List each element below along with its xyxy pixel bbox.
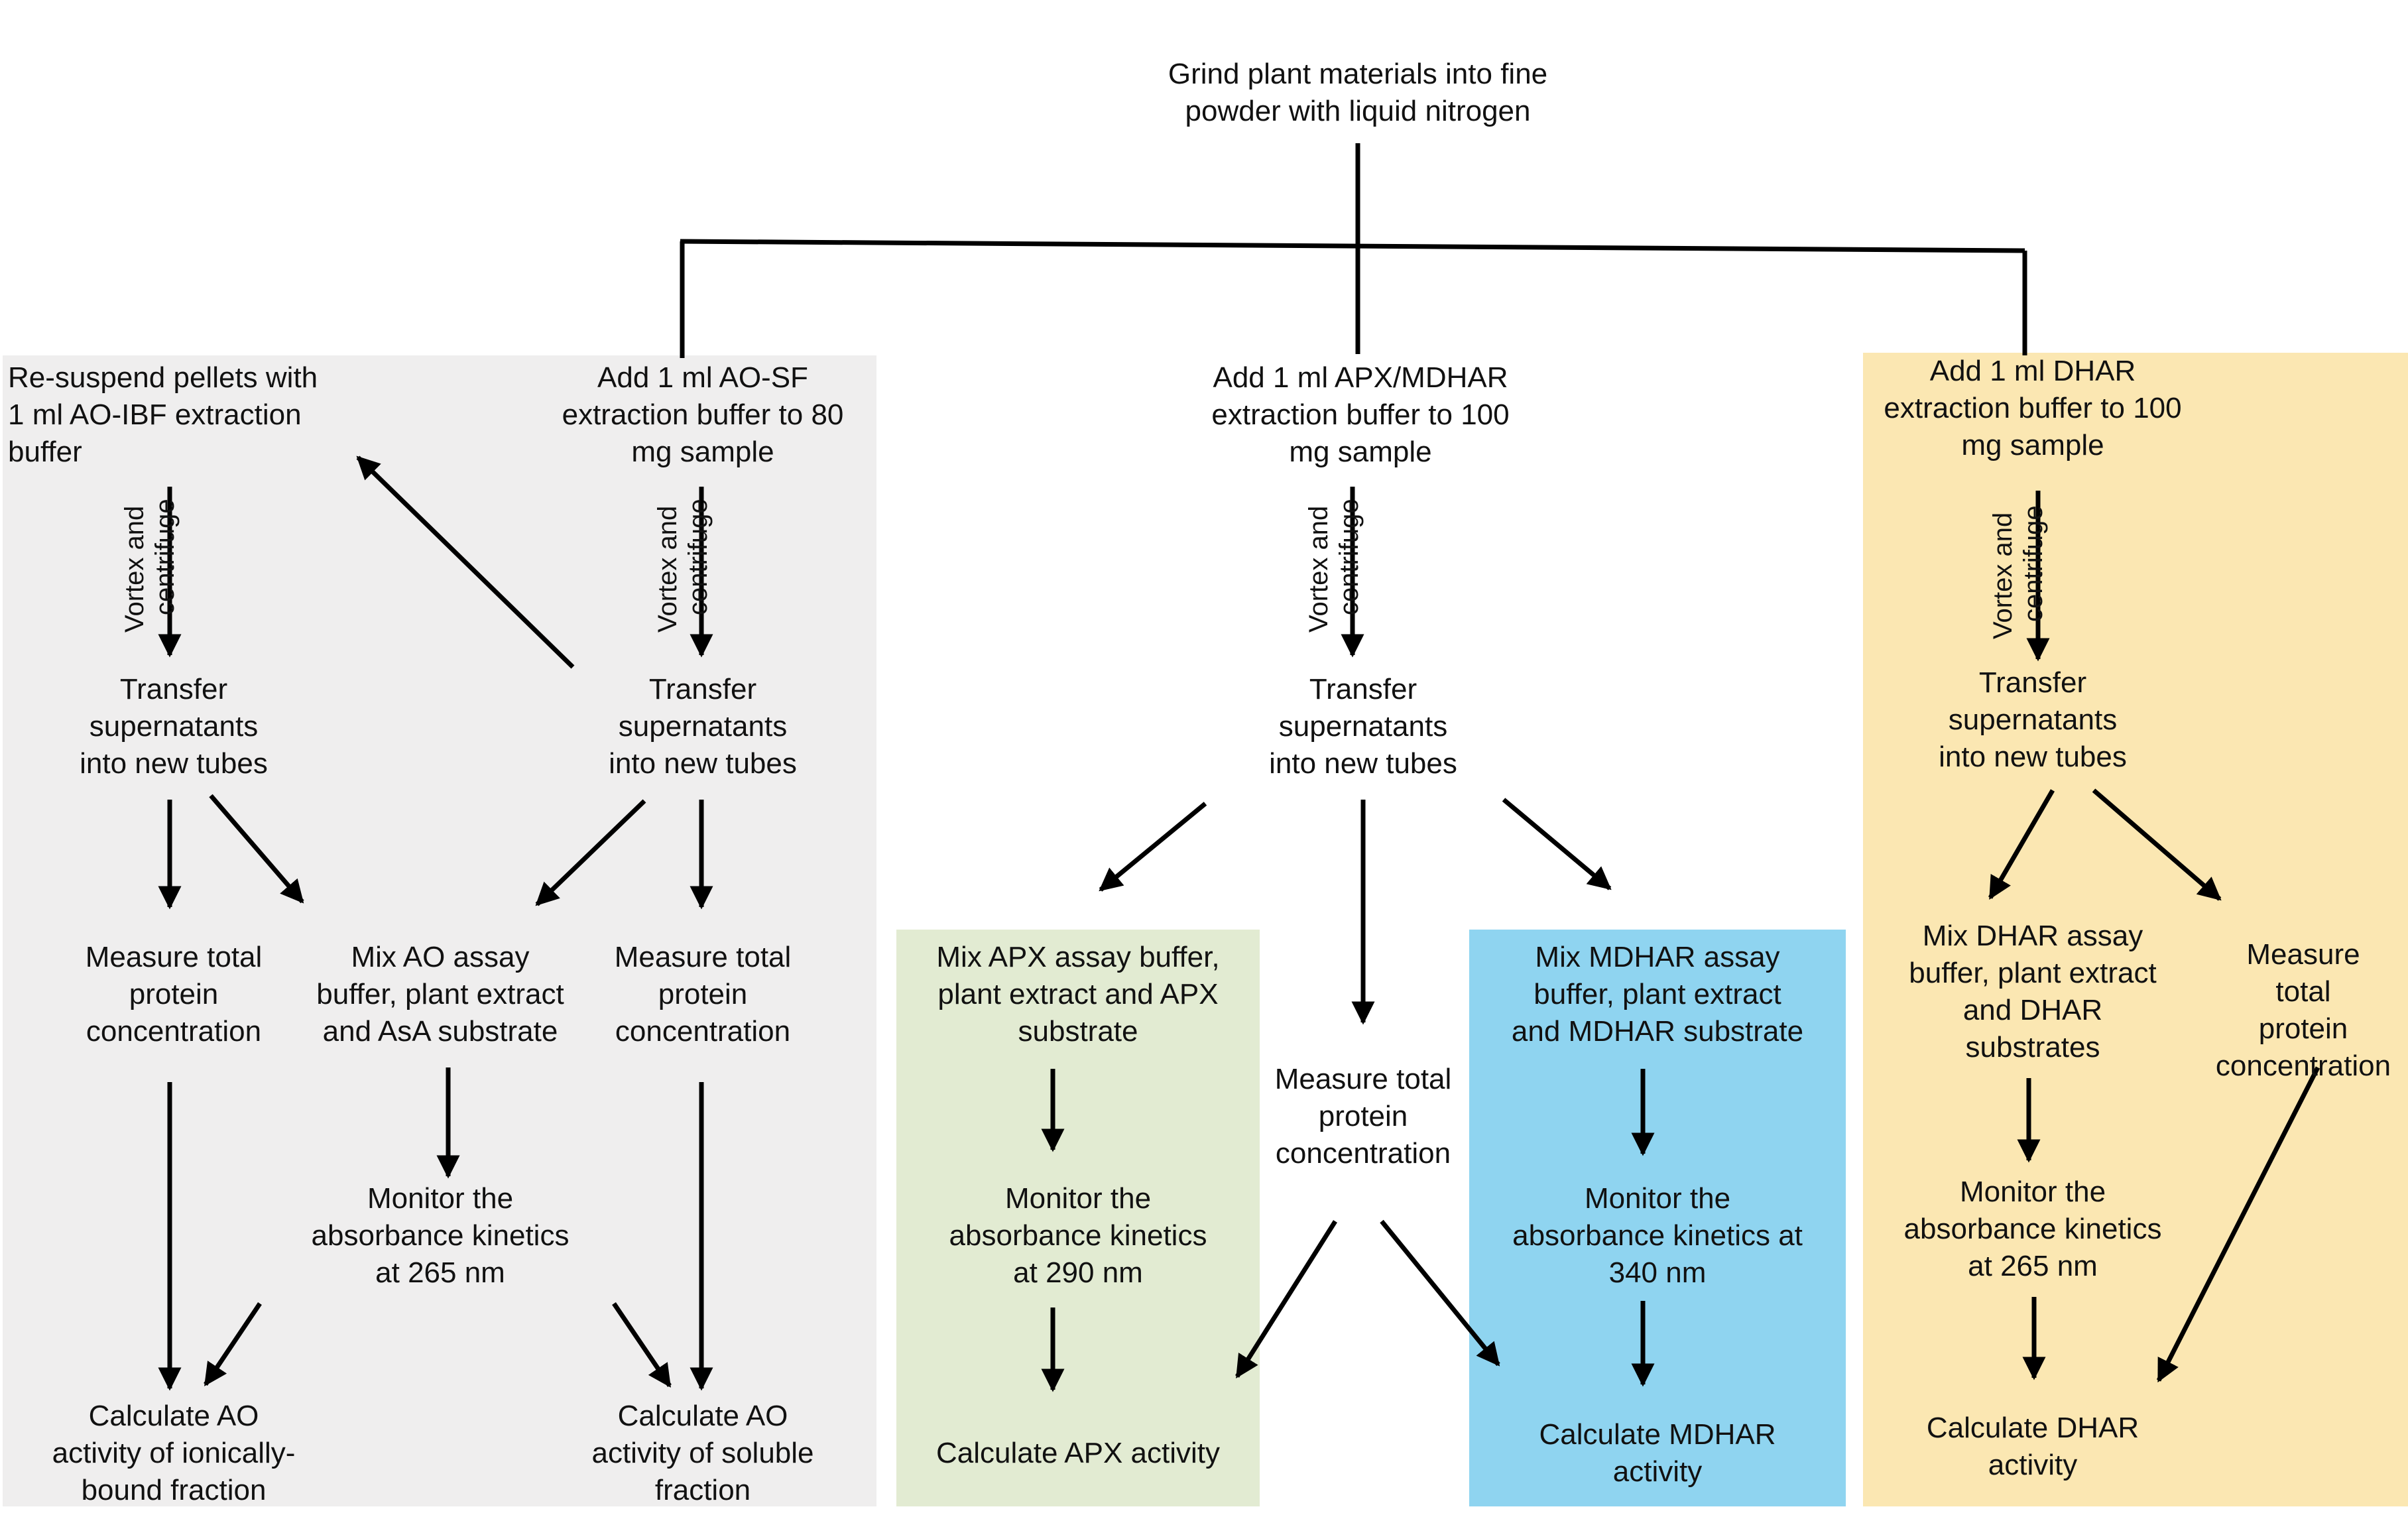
step-ao-sf-measure-protein: Measure total protein concentration xyxy=(614,941,792,1048)
label-vortex-ao-ib: Vortex and centrifuge xyxy=(119,499,180,633)
step-mdhar-mix: Mix MDHAR assay buffer, plant extract an… xyxy=(1511,941,1804,1048)
connector-horizontal xyxy=(680,239,2025,253)
step-dhar-measure-protein: Measure total protein concentration xyxy=(2215,938,2391,1082)
arrow-ao-ib-to-mix xyxy=(209,794,304,904)
step-ao-sf-add-buffer: Add 1 ml AO-SF extraction buffer to 80 m… xyxy=(562,361,844,468)
step-ao-ib-resuspend: Re-suspend pellets with 1 ml AO-IBF extr… xyxy=(8,361,318,468)
arrow-ao-sf-to-mix xyxy=(535,799,646,906)
vortex-text: Vortex and xyxy=(120,505,149,633)
step-apx-calc: Calculate APX activity xyxy=(936,1437,1220,1469)
step-dhar-calc: Calculate DHAR activity xyxy=(1926,1412,2139,1481)
arrow-protein-to-apx-calc xyxy=(1235,1220,1337,1378)
label-vortex-ao-sf: Vortex and centrifuge xyxy=(652,499,713,633)
step-apx-monitor: Monitor the absorbance kinetics at 290 n… xyxy=(949,1182,1207,1289)
step-ao-sf-transfer: Transfer supernatants into new tubes xyxy=(609,673,797,780)
arrow-protein-to-mdhar-calc xyxy=(1380,1219,1500,1367)
vortex-text: Vortex and xyxy=(1304,505,1333,633)
centrifuge-text: centrifuge xyxy=(150,499,180,615)
centrifuge-text: centrifuge xyxy=(2019,505,2048,622)
apx-panel xyxy=(896,930,1260,1506)
step-mdhar-calc: Calculate MDHAR activity xyxy=(1539,1418,1776,1488)
vortex-text: Vortex and xyxy=(1988,512,2017,639)
arrow-ao-sf-to-resuspend xyxy=(356,456,575,669)
step-apx-mix: Mix APX assay buffer, plant extract and … xyxy=(936,941,1220,1048)
label-vortex-apx: Vortex and centrifuge xyxy=(1303,499,1364,633)
vortex-text: Vortex and xyxy=(653,505,682,633)
arrow-apx-transfer-to-apx-mix xyxy=(1099,802,1207,892)
step-ao-ib-calc: Calculate AO activity of ionically- boun… xyxy=(52,1400,296,1506)
step-mdhar-monitor: Monitor the absorbance kinetics at 340 n… xyxy=(1512,1182,1803,1289)
step-grind: Grind plant materials into fine powder w… xyxy=(1168,58,1548,127)
step-ao-mix: Mix AO assay buffer, plant extract and A… xyxy=(316,941,564,1048)
step-ao-ib-transfer: Transfer supernatants into new tubes xyxy=(80,673,268,780)
mdhar-panel xyxy=(1469,930,1846,1506)
arrow-dhar-transfer-to-protein xyxy=(2092,788,2222,901)
centrifuge-text: centrifuge xyxy=(1335,499,1364,615)
step-apx-mdhar-add-buffer: Add 1 ml APX/MDHAR extraction buffer to … xyxy=(1211,361,1510,468)
step-dhar-monitor: Monitor the absorbance kinetics at 265 n… xyxy=(1903,1176,2162,1282)
step-dhar-mix: Mix DHAR assay buffer, plant extract and… xyxy=(1909,920,2157,1064)
step-dhar-transfer: Transfer supernatants into new tubes xyxy=(1939,666,2127,773)
arrow-ao-monitor-to-sf-calc xyxy=(612,1302,672,1388)
label-vortex-dhar: Vortex and centrifuge xyxy=(1988,505,2049,639)
arrow-apx-transfer-to-mdhar-mix xyxy=(1502,798,1612,890)
arrow-ao-monitor-to-ib-calc xyxy=(204,1302,262,1386)
step-ao-ib-measure-protein: Measure total protein concentration xyxy=(85,941,263,1048)
step-ao-sf-calc: Calculate AO activity of soluble fractio… xyxy=(591,1400,814,1506)
step-apx-transfer: Transfer supernatants into new tubes xyxy=(1269,673,1457,780)
ao-panel xyxy=(3,355,876,1506)
step-ao-monitor: Monitor the absorbance kinetics at 265 n… xyxy=(311,1182,570,1289)
centrifuge-text: centrifuge xyxy=(684,499,713,615)
arrow-dhar-protein-to-calc xyxy=(2156,1066,2320,1383)
step-apx-measure-protein: Measure total protein concentration xyxy=(1274,1063,1452,1170)
arrow-dhar-transfer-to-mix xyxy=(1988,789,2055,900)
step-dhar-add-buffer: Add 1 ml DHAR extraction buffer to 100 m… xyxy=(1884,355,2182,461)
dhar-panel xyxy=(1863,353,2408,1506)
